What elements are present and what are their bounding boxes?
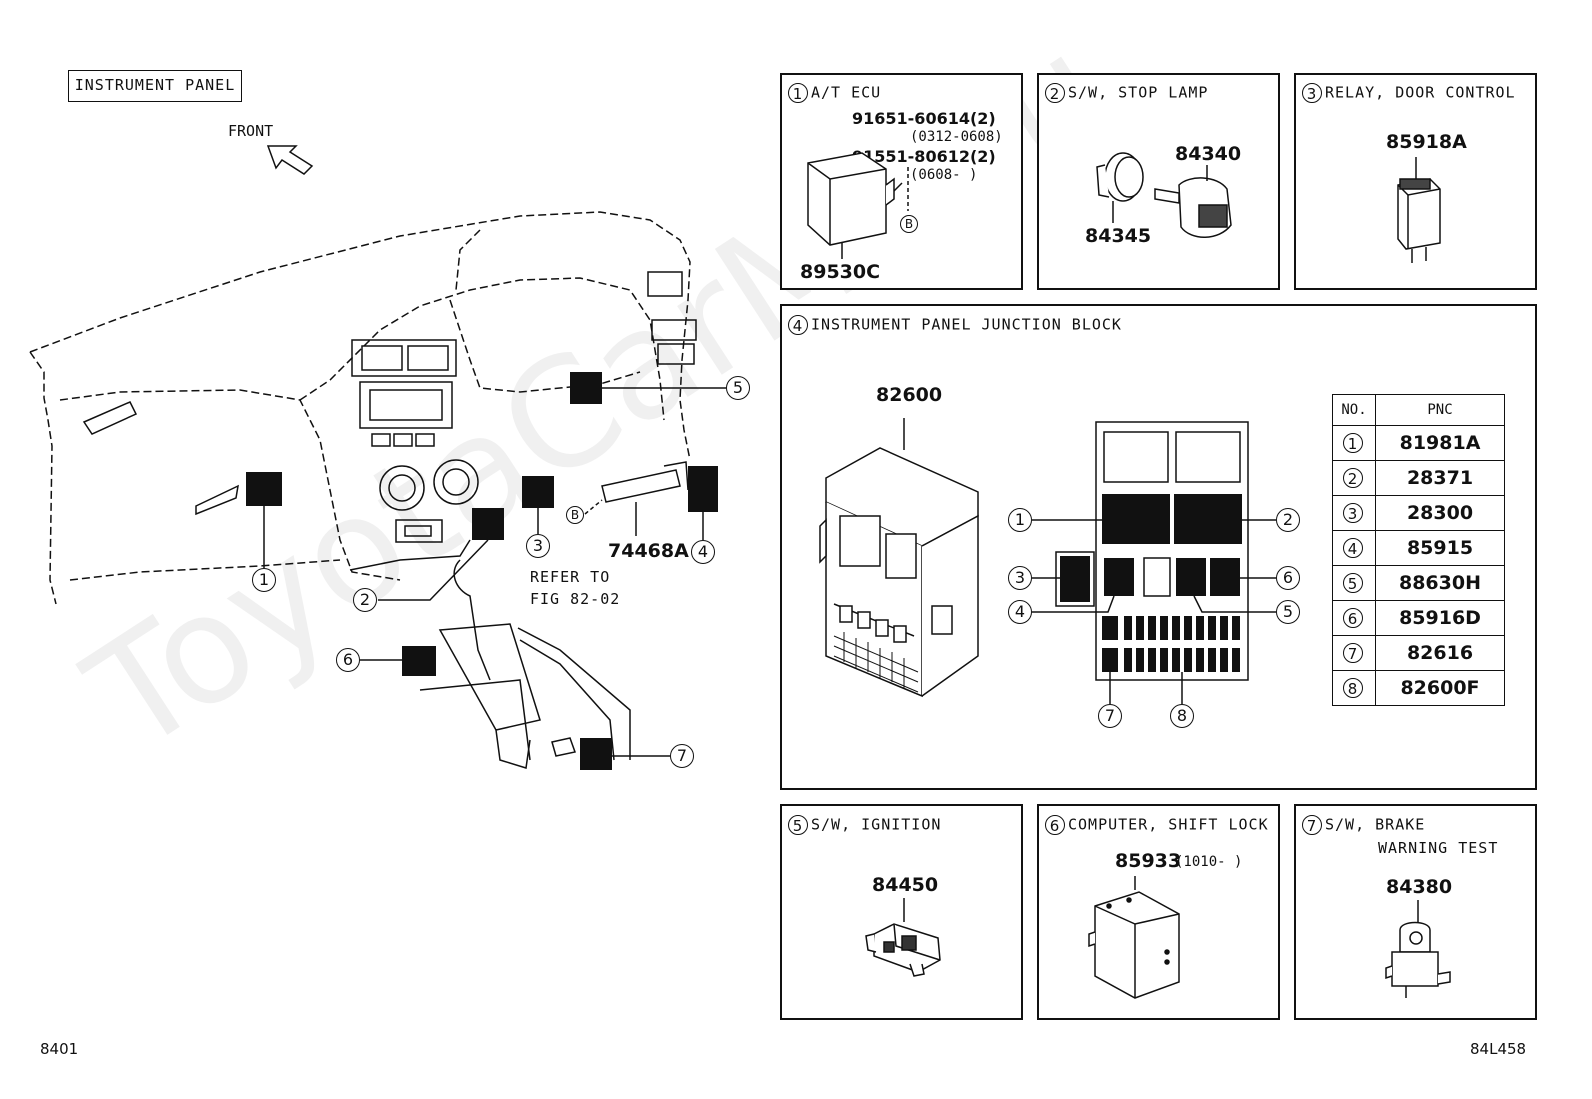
part-number-82600: 82600 <box>876 384 943 406</box>
bolt-1-range: (0312-0608) <box>910 129 1003 145</box>
part-number-84345: 84345 <box>1085 225 1152 247</box>
callout-6: 6 <box>336 648 360 672</box>
box-title-line-2: WARNING TEST <box>1378 839 1499 857</box>
locator-3 <box>522 476 554 508</box>
section-label: INSTRUMENT PANEL <box>68 70 242 102</box>
front-arrow-icon <box>266 145 314 175</box>
bolt-1-part-number: 91651-60614(2) <box>852 109 996 128</box>
callout-4: 4 <box>691 540 715 564</box>
marker-b: B <box>900 215 918 233</box>
footer-right-code: 84L458 <box>1470 1040 1527 1058</box>
locator-2 <box>472 508 504 540</box>
relay-drawing <box>1397 157 1441 263</box>
callout-b: B <box>566 506 584 524</box>
locator-7 <box>580 738 612 770</box>
ecu-drawing <box>807 152 909 259</box>
part-number-84380: 84380 <box>1386 876 1453 898</box>
shift-lock-range: (1010- ) <box>1175 854 1243 870</box>
jb-callout-4: 4 <box>1008 600 1032 624</box>
bolt-2-range: (0608- ) <box>910 167 978 183</box>
locator-6 <box>402 646 436 676</box>
table-header-no: NO. <box>1332 394 1376 426</box>
brake-switch-drawing <box>1385 900 1451 998</box>
refer-to-label: REFER TO <box>530 568 611 586</box>
locator-4 <box>688 466 718 512</box>
callout-5: 5 <box>726 376 750 400</box>
jb-callout-8: 8 <box>1170 704 1194 728</box>
jb-callout-3: 3 <box>1008 566 1032 590</box>
jb-callout-7: 7 <box>1098 704 1122 728</box>
bracket-part-number: 74468A <box>608 540 689 562</box>
locator-5 <box>570 372 602 404</box>
junction-block-drawing <box>819 418 1276 704</box>
ignition-drawing <box>865 898 941 977</box>
refer-fig-label: FIG 82-02 <box>530 590 621 608</box>
footer-left-code: 8401 <box>40 1040 79 1058</box>
part-number-89530C: 89530C <box>800 261 881 283</box>
jb-callout-1: 1 <box>1008 508 1032 532</box>
jb-callout-6: 6 <box>1276 566 1300 590</box>
callout-1: 1 <box>252 568 276 592</box>
callout-7: 7 <box>670 744 694 768</box>
part-number-85918A: 85918A <box>1386 131 1467 153</box>
part-number-84340: 84340 <box>1175 143 1242 165</box>
front-label: FRONT <box>228 122 274 140</box>
callout-3: 3 <box>526 534 550 558</box>
part-number-84450: 84450 <box>872 874 939 896</box>
callout-2: 2 <box>353 588 377 612</box>
jb-callout-2: 2 <box>1276 508 1300 532</box>
bolt-2-part-number: 91551-80612(2) <box>852 147 996 166</box>
part-number-85933: 85933 <box>1115 850 1182 872</box>
table-header-row: NO. PNC <box>1332 394 1505 426</box>
locator-1 <box>246 472 282 506</box>
table-header-pnc: PNC <box>1375 394 1505 426</box>
jb-callout-5: 5 <box>1276 600 1300 624</box>
stop-lamp-drawing <box>1096 152 1232 238</box>
shift-lock-drawing <box>1088 876 1180 999</box>
